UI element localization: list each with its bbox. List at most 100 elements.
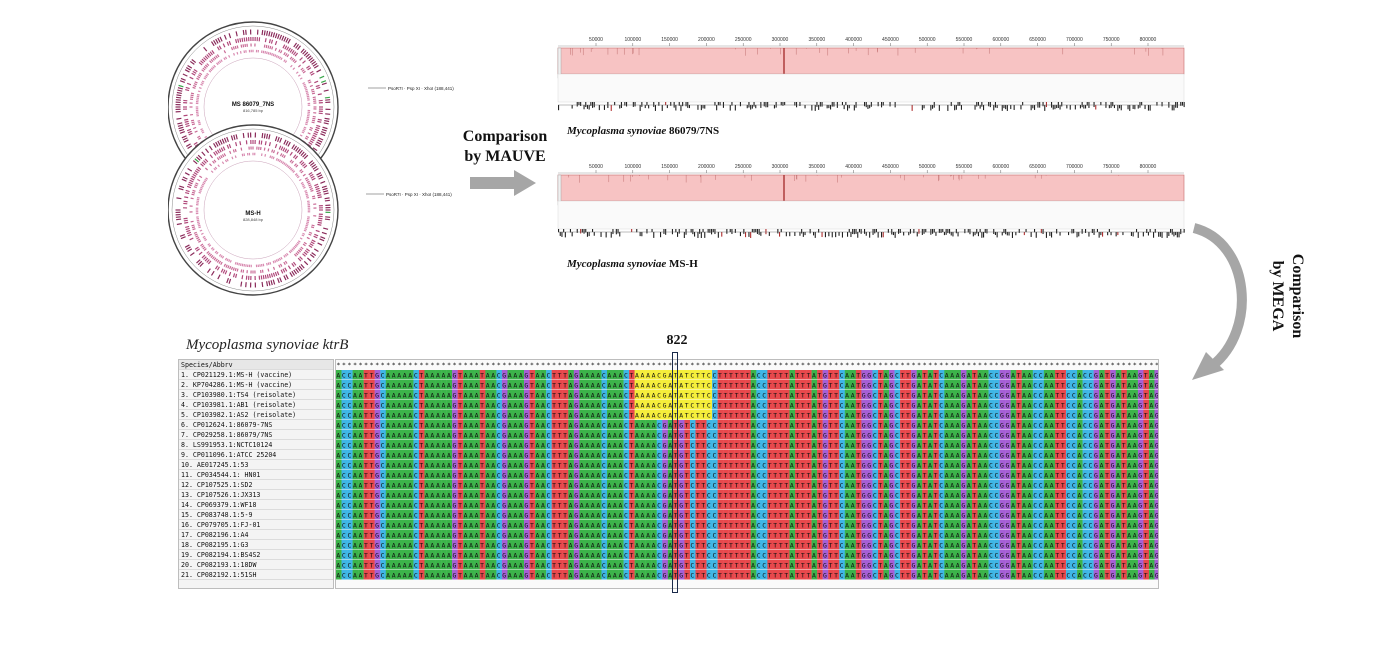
map-top-feature-tick bbox=[290, 64, 293, 68]
nucleotide-letter: A bbox=[1149, 382, 1153, 390]
conservation-star: * bbox=[348, 361, 352, 369]
map-bottom-feature-tick bbox=[318, 176, 324, 180]
map-bottom-feature-tick bbox=[312, 197, 316, 200]
nucleotide-letter: T bbox=[906, 412, 910, 420]
map-bottom-feature-tick bbox=[186, 229, 191, 233]
nucleotide-cell bbox=[618, 410, 624, 420]
map-bottom-feature-tick bbox=[217, 274, 221, 280]
map-bottom-feature-tick bbox=[302, 243, 306, 247]
nucleotide-letter: T bbox=[370, 372, 374, 380]
nucleotide-letter: A bbox=[851, 382, 855, 390]
map-top-feature-tick bbox=[312, 134, 317, 138]
nucleotide-letter: C bbox=[840, 372, 844, 380]
map-top-feature-tick bbox=[305, 90, 309, 93]
nucleotide-letter: T bbox=[696, 472, 700, 480]
mauve-b-feature-box bbox=[979, 229, 981, 233]
conservation-star: * bbox=[536, 361, 540, 369]
nucleotide-cell bbox=[717, 390, 724, 400]
nucleotide-cell bbox=[336, 420, 342, 430]
mauve-a-feature-box bbox=[804, 105, 806, 109]
map-top-feature-tick bbox=[205, 74, 209, 77]
nucleotide-cell bbox=[1143, 370, 1150, 380]
nucleotide-cell bbox=[772, 400, 779, 410]
map-bottom-feature-tick bbox=[220, 268, 224, 273]
nucleotide-cell bbox=[822, 370, 829, 380]
map-top-feature-tick bbox=[196, 77, 200, 81]
nucleotide-cell bbox=[573, 400, 580, 410]
map-top-feature-tick bbox=[305, 121, 309, 124]
map-top-feature-tick bbox=[312, 117, 316, 120]
mauve-a-feature-box bbox=[593, 102, 595, 108]
nucleotide-cell bbox=[1115, 390, 1122, 400]
map-top-feature-tick bbox=[203, 46, 208, 52]
map-bottom-feature-tick bbox=[296, 175, 300, 179]
mauve-a-feature-box bbox=[734, 105, 736, 111]
nucleotide-cell bbox=[485, 410, 492, 420]
mauve-a-feature-box bbox=[950, 102, 952, 107]
map-top-feature-tick bbox=[185, 122, 190, 125]
map-top-feature-tick bbox=[309, 70, 314, 74]
nucleotide-cell bbox=[396, 370, 403, 380]
conservation-star: * bbox=[1078, 361, 1082, 369]
map-bottom-feature-tick bbox=[226, 258, 229, 262]
map-top-feature-tick bbox=[300, 67, 304, 71]
map-bottom-feature-tick bbox=[193, 171, 198, 176]
nucleotide-letter: G bbox=[663, 472, 667, 480]
nucleotide-letter: A bbox=[845, 432, 849, 440]
nucleotide-letter: T bbox=[1144, 412, 1148, 420]
nucleotide-letter: T bbox=[806, 422, 810, 430]
nucleotide-letter: A bbox=[486, 422, 490, 430]
mauve-b-feature-box bbox=[824, 232, 826, 238]
mauve-b-feature-box bbox=[702, 229, 704, 233]
nucleotide-letter: T bbox=[784, 372, 788, 380]
nucleotide-letter: C bbox=[840, 422, 844, 430]
nucleotide-letter: C bbox=[1083, 422, 1087, 430]
nucleotide-letter: T bbox=[934, 412, 938, 420]
nucleotide-letter: A bbox=[618, 392, 622, 400]
map-top-feature-tick bbox=[237, 38, 240, 43]
mauve-b-feature-box bbox=[932, 229, 934, 234]
nucleotide-cell bbox=[1088, 410, 1094, 420]
map-top-feature-tick bbox=[212, 57, 215, 61]
mauve-a-feature-box bbox=[848, 105, 850, 109]
nucleotide-letter: T bbox=[972, 372, 976, 380]
nucleotide-letter: A bbox=[475, 372, 479, 380]
nucleotide-letter: C bbox=[1066, 382, 1070, 390]
nucleotide-letter: C bbox=[347, 392, 351, 400]
nucleotide-cell bbox=[717, 370, 724, 380]
nucleotide-letter: A bbox=[1133, 372, 1137, 380]
nucleotide-letter: A bbox=[851, 412, 855, 420]
nucleotide-letter: C bbox=[657, 402, 661, 410]
mauve-a-tick-label: 250000 bbox=[735, 37, 752, 43]
map-bottom-feature-tick bbox=[295, 243, 299, 246]
mauve-b-feature-box bbox=[1088, 232, 1090, 237]
nucleotide-letter: T bbox=[773, 452, 777, 460]
map-bottom-feature-tick bbox=[280, 256, 283, 260]
nucleotide-letter: A bbox=[464, 372, 468, 380]
map-bottom-feature-tick bbox=[298, 265, 303, 271]
nucleotide-cell bbox=[783, 380, 790, 390]
map-bottom-feature-tick bbox=[281, 161, 285, 165]
nucleotide-cell bbox=[418, 370, 425, 380]
nucleotide-cell bbox=[485, 380, 492, 390]
nucleotide-cell bbox=[778, 390, 785, 400]
nucleotide-letter: A bbox=[613, 412, 617, 420]
map-bottom-feature-tick bbox=[317, 242, 323, 246]
map-top-feature-tick bbox=[213, 39, 217, 45]
map-top-feature-tick bbox=[193, 126, 197, 130]
map-top-feature-tick bbox=[210, 58, 214, 63]
nucleotide-cell bbox=[1115, 400, 1122, 410]
map-bottom-feature-tick bbox=[194, 233, 198, 236]
mauve-b-feature-box bbox=[1003, 229, 1005, 234]
genome-b-strain: MS-H bbox=[669, 258, 698, 270]
map-top-feature-tick bbox=[218, 60, 222, 64]
conservation-star: * bbox=[585, 361, 589, 369]
mauve-a-feature-box bbox=[646, 102, 648, 106]
nucleotide-letter: G bbox=[961, 392, 965, 400]
map-top-feature-tick bbox=[222, 43, 226, 48]
map-bottom-feature-tick bbox=[233, 134, 236, 140]
nucleotide-letter: T bbox=[773, 392, 777, 400]
nucleotide-letter: T bbox=[364, 472, 368, 480]
mauve-a-feature-box bbox=[818, 105, 820, 110]
nucleotide-letter: A bbox=[464, 462, 468, 470]
